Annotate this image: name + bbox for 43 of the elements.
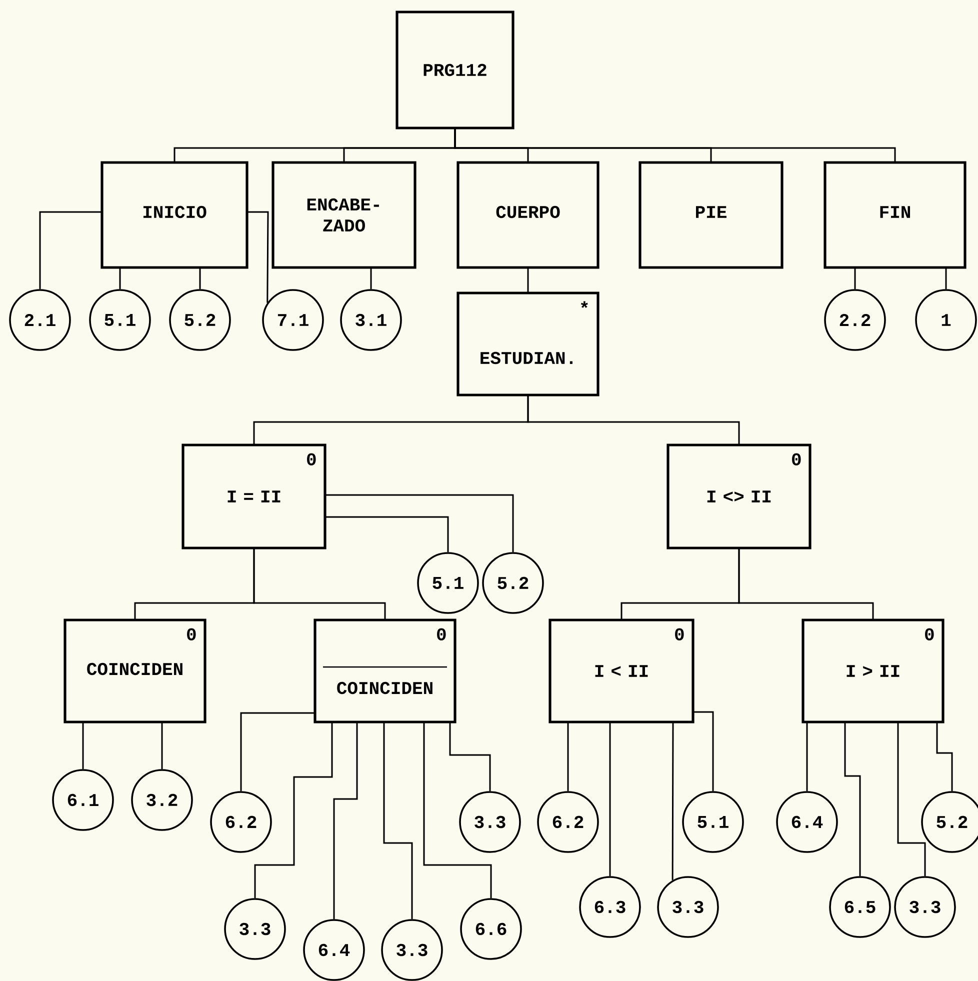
process-box: ENCABE- ZADO [272, 161, 416, 269]
connector-line [567, 722, 569, 792]
connector-line [240, 712, 315, 792]
process-box: I = II 0 [182, 444, 326, 550]
connector-line [247, 211, 269, 303]
connector-line [945, 268, 947, 290]
connector-line [325, 494, 514, 552]
process-box: COINCIDEN 0 [64, 618, 206, 724]
connector-line [672, 722, 674, 880]
connector-line [936, 722, 953, 792]
connector-line [738, 548, 874, 620]
connector-line [844, 722, 861, 876]
connector-line [161, 722, 163, 770]
connector-line [806, 722, 808, 792]
connector-line [423, 722, 492, 898]
connector-line [897, 722, 926, 876]
process-box: CUERPO [456, 161, 600, 269]
process-box: I > II 0 [802, 618, 944, 724]
connector-line [39, 211, 102, 290]
connector-line [82, 722, 84, 770]
connector-line [253, 548, 386, 620]
connector-line [693, 711, 714, 792]
process-box: I < II 0 [548, 618, 694, 724]
process-box: I <> II 0 [666, 444, 812, 550]
connector-line [527, 268, 529, 293]
connector-line [333, 722, 358, 920]
connector-line [854, 268, 856, 290]
connector-line [454, 128, 896, 162]
connector-line [119, 268, 121, 290]
connector-line [449, 722, 491, 792]
process-box: COINCIDEN 0 [314, 618, 456, 724]
connector-line [370, 268, 372, 290]
process-box: INICIO [100, 161, 248, 269]
connector-line [609, 722, 611, 876]
process-box: ESTUDIAN. * [456, 292, 600, 396]
connector-line [383, 722, 413, 920]
connector-line [527, 395, 740, 445]
process-box: FIN [824, 161, 966, 269]
process-box: PIE [638, 161, 784, 269]
connector-line [199, 268, 201, 290]
process-box: PRG112 [396, 10, 514, 130]
connector-line [325, 516, 449, 552]
connector-line [254, 722, 333, 898]
